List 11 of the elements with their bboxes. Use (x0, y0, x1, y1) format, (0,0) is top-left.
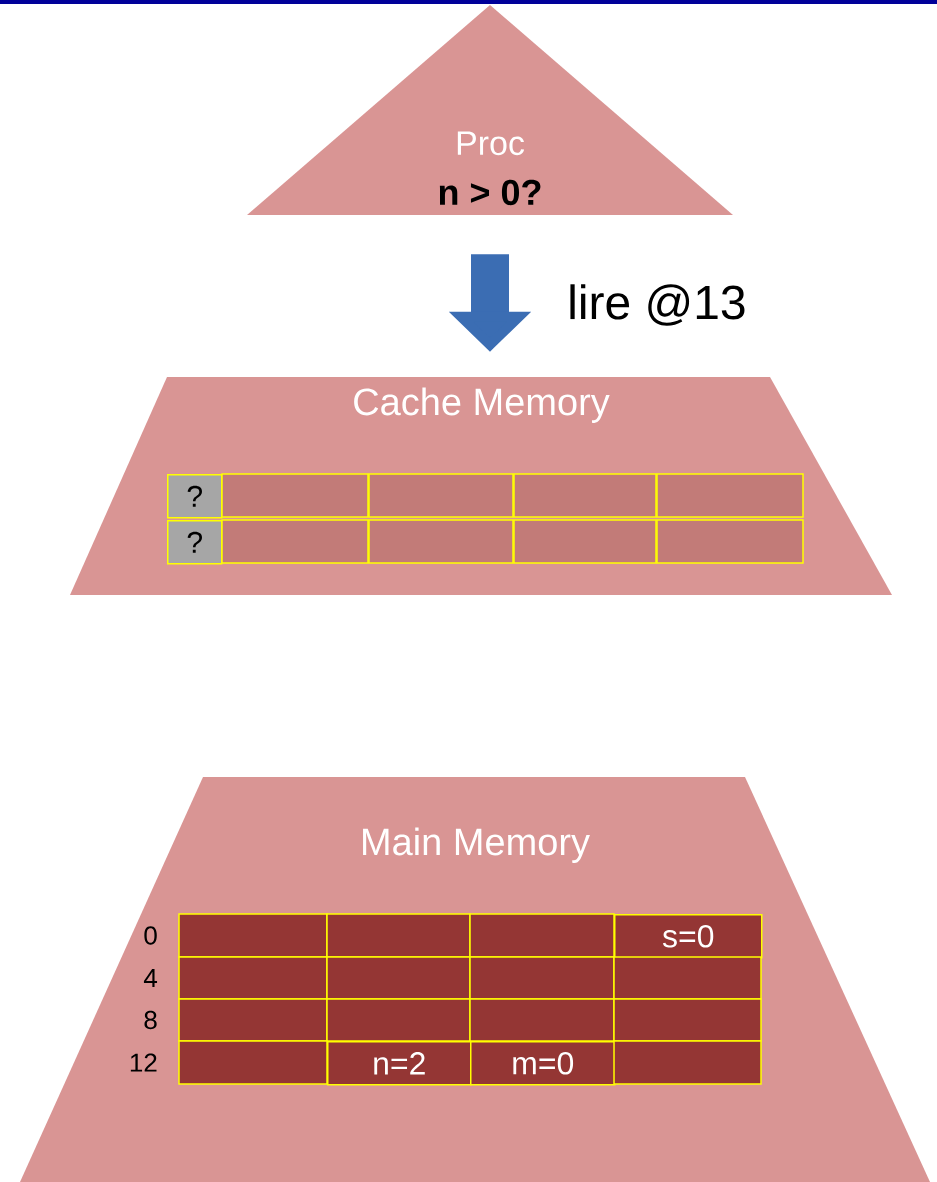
row-number: 0 (144, 926, 157, 945)
tag-cell: ? (167, 520, 223, 565)
tag-cell: ? (167, 474, 223, 519)
edge-label: lire @13 (570, 284, 745, 326)
row-number: 4 (143, 969, 158, 987)
processor-triangle: Proc n > 0? (247, 5, 733, 215)
table-cell: m=0 (470, 1041, 616, 1086)
row-number: 12 (130, 1053, 157, 1072)
row-number: 8 (144, 1010, 157, 1030)
table-cell: s=0 (614, 914, 763, 959)
table-cell: n=2 (327, 1041, 472, 1086)
